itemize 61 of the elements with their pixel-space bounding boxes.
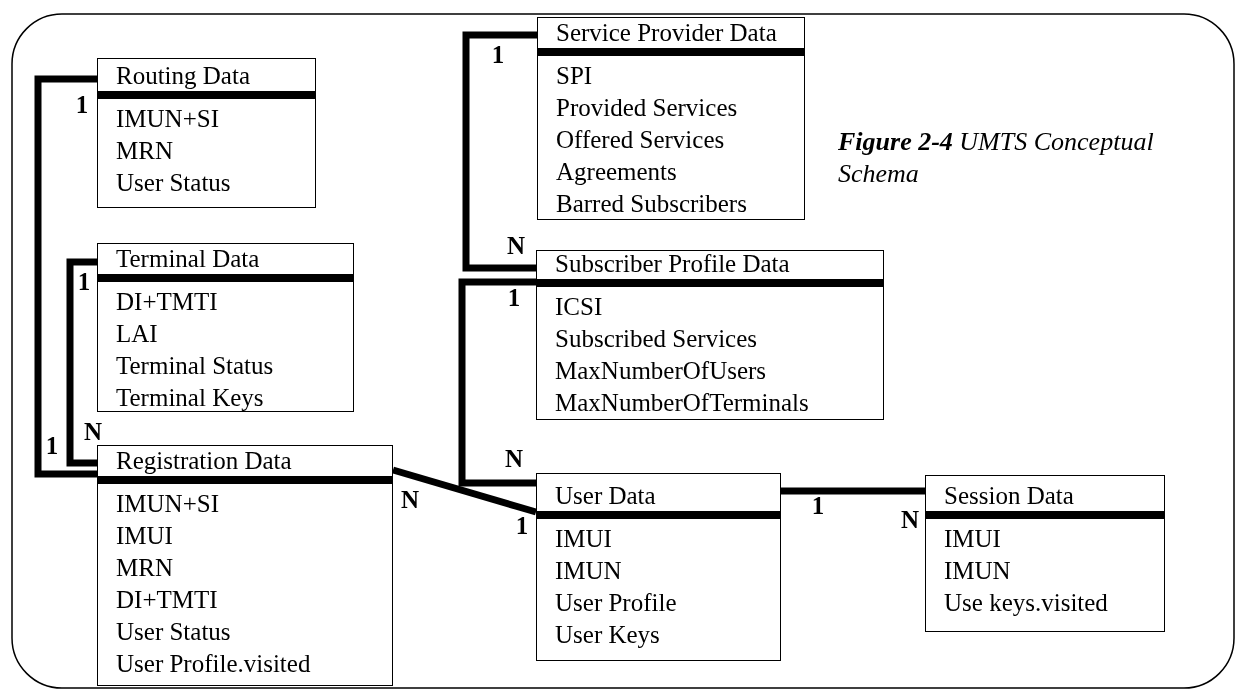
entity-title: Session Data xyxy=(944,481,1074,511)
figure-caption: Figure 2-4 UMTS Conceptual Schema xyxy=(838,126,1155,190)
attribute-text: Agreements xyxy=(556,157,677,187)
cardinality-label: 1 xyxy=(811,493,825,519)
entity-title: Subscriber Profile Data xyxy=(555,249,790,279)
entity-title: Service Provider Data xyxy=(556,18,777,48)
entity-box xyxy=(536,473,781,661)
attribute-text: Barred Subscribers xyxy=(556,189,747,219)
entity-box xyxy=(537,17,805,220)
entity-box xyxy=(97,58,316,208)
entity-box xyxy=(536,250,884,420)
connector-line xyxy=(34,75,97,478)
cardinality-label: 1 xyxy=(491,42,505,68)
attribute-text: Offered Services xyxy=(556,125,725,155)
attribute-text: Provided Services xyxy=(556,93,738,123)
cardinality-label: N xyxy=(504,446,524,472)
attribute-text: IMUN+SI xyxy=(116,104,219,134)
attribute-text: IMUI xyxy=(116,521,173,551)
attribute-text: User Keys xyxy=(555,620,660,650)
attribute-text: User Profile.visited xyxy=(116,649,311,679)
entity-box xyxy=(925,475,1165,632)
attribute-text: MRN xyxy=(116,553,173,583)
attribute-text: User Status xyxy=(116,617,231,647)
entity-title: Terminal Data xyxy=(116,244,260,274)
cardinality-label: N xyxy=(400,487,420,513)
attribute-text: User Status xyxy=(116,168,231,198)
connector-line xyxy=(458,278,536,487)
attribute-text: MaxNumberOfUsers xyxy=(555,356,767,386)
cardinality-label: 1 xyxy=(77,269,91,295)
cardinality-label: 1 xyxy=(515,513,529,539)
cardinality-label: 1 xyxy=(45,433,59,459)
connector-line xyxy=(462,31,537,272)
entity-title: Routing Data xyxy=(116,61,250,91)
cardinality-label: N xyxy=(83,419,103,445)
attribute-text: ICSI xyxy=(555,292,603,322)
cardinality-label: 1 xyxy=(75,92,89,118)
attribute-text: IMUI xyxy=(555,524,612,554)
attribute-text: MRN xyxy=(116,136,173,166)
attribute-text: DI+TMTI xyxy=(116,585,218,615)
cardinality-label: N xyxy=(900,507,920,533)
entity-box xyxy=(97,243,354,412)
attribute-text: User Profile xyxy=(555,588,677,618)
attribute-text: SPI xyxy=(556,61,593,91)
attribute-text: LAI xyxy=(116,319,158,349)
entity-box xyxy=(97,445,393,686)
connector-line xyxy=(66,258,97,467)
attribute-text: IMUN xyxy=(944,556,1011,586)
attribute-text: Use keys.visited xyxy=(944,588,1108,618)
attribute-text: MaxNumberOfTerminals xyxy=(555,388,809,418)
entity-title: User Data xyxy=(555,481,656,511)
entity-title: Registration Data xyxy=(116,446,292,476)
attribute-text: DI+TMTI xyxy=(116,287,218,317)
attribute-text: Terminal Status xyxy=(116,351,274,381)
attribute-text: Terminal Keys xyxy=(116,383,264,413)
attribute-text: IMUI xyxy=(944,524,1001,554)
attribute-text: Subscribed Services xyxy=(555,324,758,354)
attribute-text: IMUN+SI xyxy=(116,489,219,519)
connector-line xyxy=(392,466,537,516)
cardinality-label: 1 xyxy=(507,285,521,311)
attribute-text: IMUN xyxy=(555,556,622,586)
cardinality-label: N xyxy=(506,233,526,259)
